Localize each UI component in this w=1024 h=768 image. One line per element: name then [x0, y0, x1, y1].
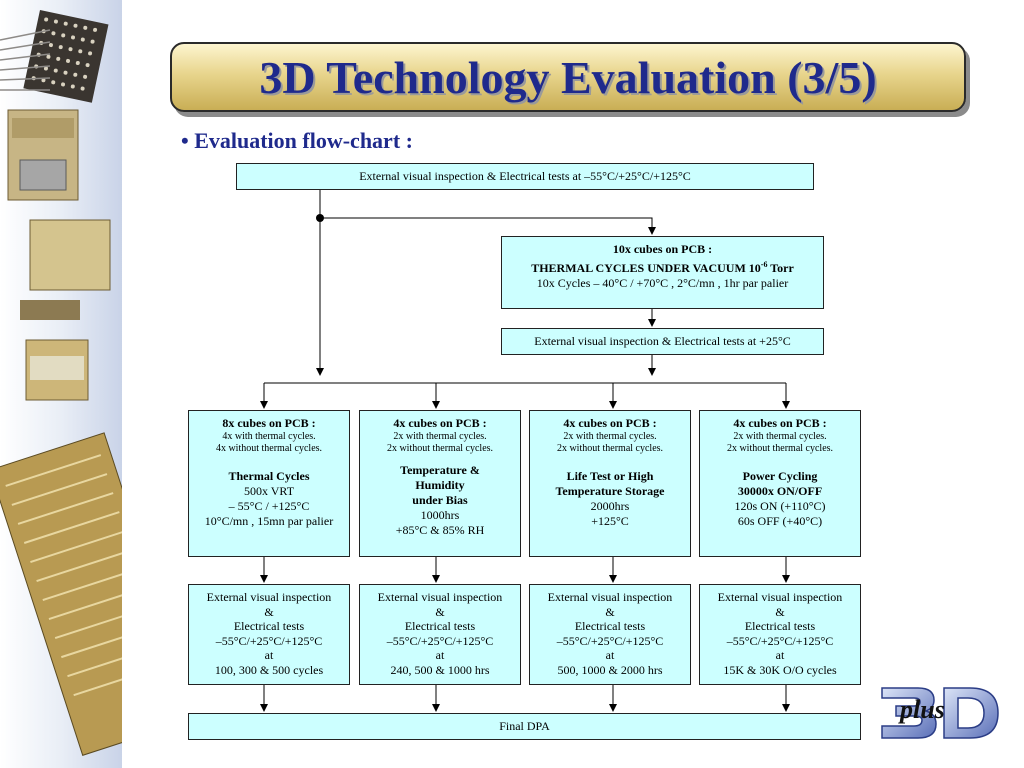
- inspection-box-3: External visual inspection & Electrical …: [529, 584, 691, 685]
- test-box-detail: +125°C: [591, 514, 629, 528]
- inspection-line: &: [775, 604, 785, 619]
- test-box-detail: 10°C/mn , 15mn par palier: [204, 514, 334, 528]
- test-box-header: 4x cubes on PCB :: [393, 416, 487, 430]
- inspection-line: 240, 500 & 1000 hrs: [390, 662, 490, 677]
- test-box-name: Thermal Cycles: [228, 469, 310, 483]
- test-box-sub: 4x with thermal cycles.: [222, 431, 316, 442]
- test-box-sub: 2x without thermal cycles.: [726, 443, 834, 454]
- test-box-sub: 2x without thermal cycles.: [556, 443, 664, 454]
- initial-inspection-box: External visual inspection & Electrical …: [236, 163, 814, 190]
- test-box-detail: +85°C & 85% RH: [395, 523, 485, 537]
- inspection-line: 100, 300 & 500 cycles: [214, 662, 324, 677]
- svg-text:plus: plus: [898, 695, 945, 724]
- inspection-line: External visual inspection: [547, 590, 673, 604]
- inspection-line: at: [264, 648, 274, 662]
- test-box-humidity: 4x cubes on PCB : 2x with thermal cycles…: [359, 410, 521, 557]
- company-logo: plus: [878, 680, 1002, 744]
- vacuum-box-cycles: 10x Cycles – 40°C / +70°C , 2°C/mn , 1hr…: [536, 276, 789, 290]
- test-box-sub: 2x with thermal cycles.: [733, 431, 827, 442]
- inspection-line: External visual inspection: [206, 590, 332, 604]
- test-box-name: Temperature Storage: [555, 484, 665, 498]
- inspection-line: at: [775, 648, 785, 662]
- test-box-detail: 120s ON (+110°C): [734, 499, 826, 513]
- test-box-name: Humidity: [415, 478, 465, 492]
- inspection-line: –55°C/+25°C/+125°C: [556, 633, 664, 648]
- test-box-header: 8x cubes on PCB :: [222, 416, 316, 430]
- inspection-line: 15K & 30K O/O cycles: [723, 662, 837, 677]
- inspection-box-1: External visual inspection & Electrical …: [188, 584, 350, 685]
- inspection-line: –55°C/+25°C/+125°C: [726, 633, 834, 648]
- inspection-box-2: External visual inspection & Electrical …: [359, 584, 521, 685]
- test-box-header: 4x cubes on PCB :: [733, 416, 827, 430]
- test-box-detail: 60s OFF (+40°C): [737, 514, 823, 528]
- inspection-line: at: [435, 648, 445, 662]
- test-box-name: Life Test or High: [566, 469, 654, 483]
- test-box-life-test: 4x cubes on PCB : 2x with thermal cycles…: [529, 410, 691, 557]
- test-box-sub: 2x with thermal cycles.: [393, 431, 487, 442]
- inspection-line: Electrical tests: [574, 619, 646, 633]
- test-box-power-cycling: 4x cubes on PCB : 2x with thermal cycles…: [699, 410, 861, 557]
- inspection-line: Electrical tests: [744, 619, 816, 633]
- vacuum-box-header: 10x cubes on PCB :: [612, 242, 713, 256]
- junction-dot: [316, 214, 324, 222]
- test-box-name: Power Cycling: [742, 469, 818, 483]
- test-box-name: 30000x ON/OFF: [737, 484, 823, 498]
- page-title: 3D Technology Evaluation (3/5): [259, 51, 877, 103]
- inspection-line: 500, 1000 & 2000 hrs: [557, 662, 663, 677]
- test-box-thermal-cycles: 8x cubes on PCB : 4x with thermal cycles…: [188, 410, 350, 557]
- inspection-line: at: [605, 648, 615, 662]
- test-box-sub: 2x without thermal cycles.: [386, 443, 494, 454]
- side-decoration-image: [0, 0, 122, 768]
- test-box-detail: 500x VRT: [243, 484, 295, 498]
- final-dpa-box: Final DPA: [188, 713, 861, 740]
- inspection-line: &: [264, 604, 274, 619]
- inspection-line: Electrical tests: [233, 619, 305, 633]
- inspection-line: External visual inspection: [717, 590, 843, 604]
- test-box-detail: – 55°C / +125°C: [228, 499, 310, 513]
- connector-to-vacuum: [320, 217, 656, 235]
- inspection-line: &: [605, 604, 615, 619]
- title-banner: 3D Technology Evaluation (3/5): [170, 42, 966, 112]
- ambient-inspection-box: External visual inspection & Electrical …: [501, 328, 824, 355]
- inspection-line: External visual inspection: [377, 590, 503, 604]
- test-box-header: 4x cubes on PCB :: [563, 416, 657, 430]
- test-box-detail: 2000hrs: [590, 499, 630, 513]
- test-box-detail: 1000hrs: [420, 508, 460, 522]
- vacuum-cycles-box: 10x cubes on PCB : THERMAL CYCLES UNDER …: [501, 236, 824, 309]
- vacuum-box-title: THERMAL CYCLES UNDER VACUUM 10-6 Torr: [531, 260, 794, 275]
- inspection-line: –55°C/+25°C/+125°C: [215, 633, 323, 648]
- inspection-box-4: External visual inspection & Electrical …: [699, 584, 861, 685]
- subtitle-bullet: • Evaluation flow-chart :: [181, 128, 413, 153]
- test-box-sub: 4x without thermal cycles.: [215, 443, 323, 454]
- test-box-sub: 2x with thermal cycles.: [563, 431, 657, 442]
- test-box-name: Temperature &: [400, 463, 480, 477]
- test-box-name: under Bias: [412, 493, 468, 507]
- inspection-line: –55°C/+25°C/+125°C: [386, 633, 494, 648]
- inspection-line: Electrical tests: [404, 619, 476, 633]
- inspection-line: &: [435, 604, 445, 619]
